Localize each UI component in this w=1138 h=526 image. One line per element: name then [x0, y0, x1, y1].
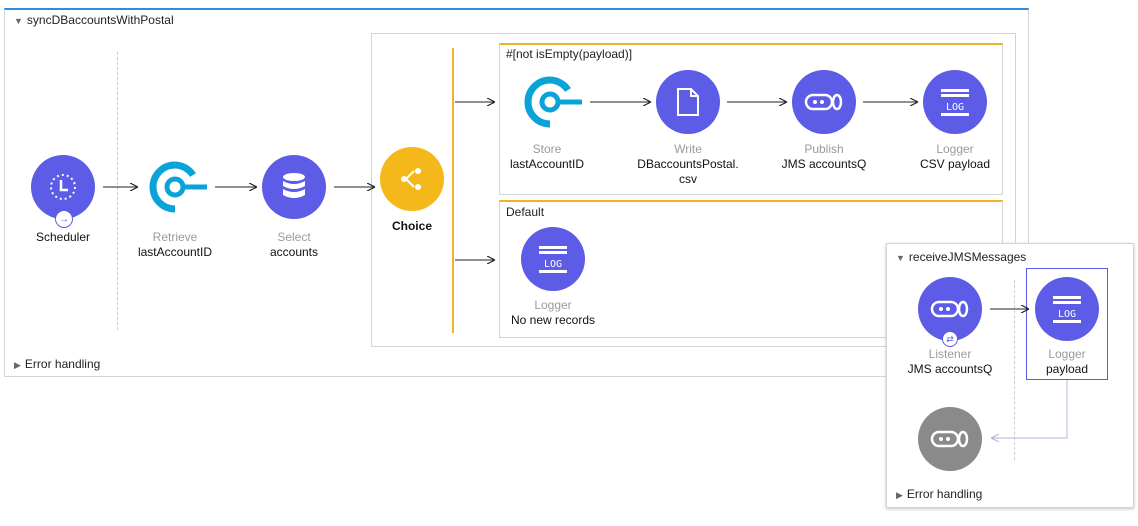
retrieve-label: Retrieve lastAccountID	[137, 230, 213, 259]
route-when-condition[interactable]: #[not isEmpty(payload)]	[506, 47, 633, 61]
listener-trigger-badge: ⇄	[942, 331, 958, 347]
jms-icon	[804, 93, 843, 111]
expand-triangle-icon[interactable]: ▶	[896, 490, 903, 500]
trigger-badge: →	[55, 210, 73, 228]
database-icon	[283, 173, 305, 198]
select-component[interactable]	[262, 155, 326, 219]
logger-payload-selection[interactable]	[1026, 268, 1108, 380]
choice-branch-line	[452, 48, 454, 333]
expand-triangle-icon[interactable]: ▶	[14, 360, 21, 370]
source-separator	[117, 52, 118, 330]
write-label: Write DBaccountsPostal. csv	[637, 142, 739, 186]
response-component[interactable]	[918, 407, 982, 471]
logger-payload-label: Logger payload	[1045, 347, 1089, 376]
logger-payload-component[interactable]: LOG	[1035, 277, 1099, 341]
object-store-icon	[149, 161, 207, 213]
arrow-right-icon: →	[59, 213, 69, 225]
choice-icon	[401, 168, 421, 190]
publish-component[interactable]	[792, 70, 856, 134]
jms-icon	[930, 300, 969, 318]
logger-glyph-text: LOG	[946, 102, 964, 113]
logger-csv-component[interactable]: LOG	[923, 70, 987, 134]
main-error-handling[interactable]: ▶Error handling	[14, 357, 101, 371]
store-label: Store lastAccountID	[509, 142, 585, 171]
choice-component[interactable]	[380, 147, 444, 211]
route-when-container	[499, 43, 1003, 195]
main-flow-title[interactable]: ▼syncDBaccountsWithPostal	[14, 13, 174, 27]
logger-default-component[interactable]: LOG	[521, 227, 585, 291]
listener-label: Listener JMS accountsQ	[907, 347, 993, 376]
secondary-error-handling[interactable]: ▶Error handling	[896, 487, 983, 501]
exchange-icon: ⇄	[946, 333, 954, 344]
logger-icon: LOG	[941, 89, 969, 116]
select-label: Select accounts	[269, 230, 319, 259]
publish-label: Publish JMS accountsQ	[781, 142, 867, 171]
secondary-flow-title[interactable]: ▼receiveJMSMessages	[896, 250, 1027, 264]
logger-glyph-text: LOG	[544, 259, 562, 270]
route-default-condition[interactable]: Default	[506, 205, 545, 219]
collapse-triangle-icon[interactable]: ▼	[14, 16, 23, 26]
logger-glyph-text: LOG	[1058, 309, 1076, 320]
object-store-icon	[524, 76, 582, 128]
jms-icon	[930, 430, 969, 448]
logger-icon: LOG	[1053, 296, 1081, 323]
scheduler-component[interactable]	[31, 155, 95, 219]
write-component[interactable]	[656, 70, 720, 134]
store-component[interactable]	[518, 70, 582, 134]
listener-component[interactable]	[918, 277, 982, 341]
logger-default-label: Logger No new records	[510, 298, 596, 327]
logger-icon: LOG	[539, 246, 567, 273]
scheduler-label: Scheduler	[35, 230, 91, 244]
collapse-triangle-icon[interactable]: ▼	[896, 253, 905, 263]
logger-csv-label: Logger CSV payload	[919, 142, 991, 171]
retrieve-component[interactable]	[143, 155, 207, 219]
secondary-source-separator	[1014, 280, 1015, 460]
choice-label: Choice	[391, 219, 432, 233]
file-icon	[677, 88, 699, 116]
scheduler-icon	[50, 174, 76, 200]
